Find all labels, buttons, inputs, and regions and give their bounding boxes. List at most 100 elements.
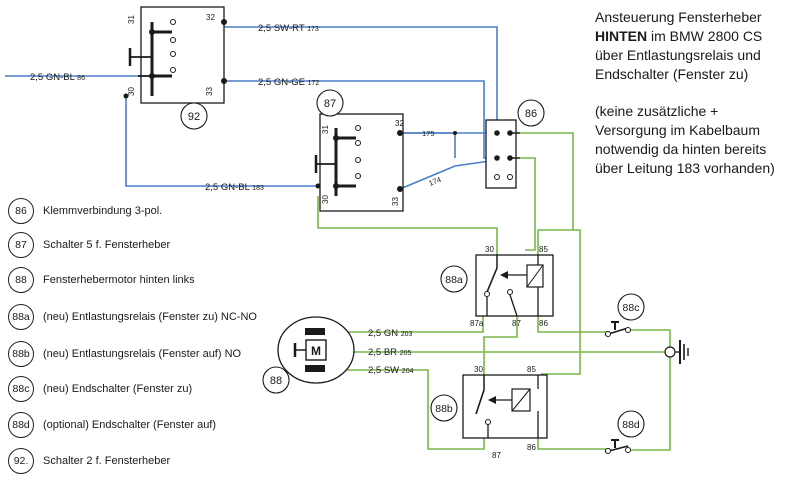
ra-label-87a: 87a: [470, 319, 484, 328]
badge-92-text: 92: [188, 111, 200, 123]
s87-terminal-32: [397, 130, 403, 136]
ra-label-87: 87: [512, 319, 521, 328]
svg-text:2,5 SW 204: 2,5 SW 204: [368, 365, 414, 376]
ra-label-30: 30: [485, 245, 494, 254]
wire-label-gn-203: 2,5 GN: [368, 328, 398, 339]
wire-label-sw-204: 2,5 SW: [368, 365, 399, 376]
wire-86-lower: [520, 157, 536, 251]
s87-label-33: 33: [391, 197, 400, 206]
motor-m-label: M: [311, 344, 321, 358]
wire-no-172: 172: [308, 80, 320, 87]
legend-text: (neu) Entlastungsrelais (Fenster zu) NC-…: [43, 311, 257, 323]
wire-label-sw-rt: 2,5 SW-RT: [258, 23, 305, 34]
rb-label-86: 86: [527, 443, 536, 452]
badge-88: [262, 366, 290, 394]
wire-label-175: 175: [422, 129, 435, 138]
svg-text:2,5 SW-RT 173: 2,5 SW-RT 173: [258, 23, 319, 34]
legend-badge: 88b: [8, 341, 34, 367]
svg-text:2,5 GN-BL 86: 2,5 GN-BL 86: [30, 72, 85, 83]
wire-no-205: 205: [400, 350, 412, 357]
legend-badge: 92.: [8, 448, 34, 474]
legend-badge: 88d: [8, 412, 34, 438]
s92-label-31: 31: [127, 15, 136, 24]
legend-item: 88b (neu) Entlastungsrelais (Fenster auf…: [8, 341, 241, 367]
wire-label-174: 174: [427, 175, 442, 188]
legend-badge: 88: [8, 267, 34, 293]
title-line-4: Endschalter (Fenster zu): [595, 66, 749, 82]
relay-88b: [462, 374, 548, 439]
svg-text:2,5 GN-GE 172: 2,5 GN-GE 172: [258, 77, 319, 88]
badge-88b-text: 88b: [435, 403, 453, 415]
legend-text: (neu) Endschalter (Fenster zu): [43, 383, 193, 395]
limit-switch-88c: [604, 321, 631, 337]
title-line-2: HINTEN im BMW 2800 CS: [595, 27, 795, 46]
wire-86-to-88a-85: [520, 132, 574, 255]
ra-label-86: 86: [539, 319, 548, 328]
rb-label-87: 87: [492, 451, 501, 460]
wire-87-30-to-88a: [317, 196, 498, 255]
badge-86-text: 86: [525, 108, 537, 120]
badge-92: [180, 102, 208, 130]
badge-88c-text: 88c: [623, 302, 640, 314]
legend-text: (optional) Endschalter (Fenster auf): [43, 419, 217, 431]
legend-text: Schalter 2 f. Fensterheber: [43, 455, 171, 467]
junction-dots: [123, 93, 457, 189]
legend-text: Klemmverbindung 3-pol.: [43, 205, 163, 217]
title-hinten: HINTEN: [595, 28, 648, 44]
title-line-3: über Entlastungsrelais und: [595, 47, 761, 63]
wire-to-88b-85: [541, 229, 581, 375]
s87-label-30: 30: [321, 195, 330, 204]
wire-88a-87: [483, 316, 518, 338]
badge-87-text: 87: [324, 98, 336, 110]
wire-88a-86: [537, 316, 610, 333]
s87-terminal-33: [397, 186, 403, 192]
badge-88d-text: 88d: [622, 419, 640, 431]
legend-item: 86 Klemmverbindung 3-pol.: [8, 198, 162, 224]
legend-text: Schalter 5 f. Fensterheber: [43, 239, 171, 251]
wire-no-204: 204: [402, 368, 414, 375]
wire-88d-ground: [628, 352, 671, 451]
switch-87: [314, 113, 404, 212]
badge-88c: [617, 293, 645, 321]
s92-terminal-33: [221, 78, 227, 84]
wire-label-br-205: 2,5 BR: [368, 347, 397, 358]
s87-label-31: 31: [321, 125, 330, 134]
wire-gn-203: [325, 316, 484, 333]
wire-label-gn-bl-183: 2,5 GN-BL: [205, 182, 250, 193]
legend-item: 88a (neu) Entlastungsrelais (Fenster zu)…: [8, 304, 257, 330]
component-badges: [180, 89, 645, 438]
legend-text: Fensterhebermotor hinten links: [43, 274, 195, 286]
legend-badge: 88c: [8, 376, 34, 402]
legend-item: 92. Schalter 2 f. Fensterheber: [8, 448, 170, 474]
legend-badge: 86: [8, 198, 34, 224]
legend-item: 88 Fensterhebermotor hinten links: [8, 267, 195, 293]
wire-88b-86: [537, 427, 610, 450]
note-line-2: Versorgung im Kabelbaum: [595, 122, 760, 138]
ra-label-85: 85: [539, 245, 548, 254]
badge-86: [517, 99, 545, 127]
wire-no-183: 183: [252, 185, 264, 192]
legend-badge: 87: [8, 232, 34, 258]
s92-label-32: 32: [206, 13, 215, 22]
s92-terminal-32: [221, 19, 227, 25]
title-block: Ansteuerung Fensterheber HINTEN im BMW 2…: [595, 8, 795, 178]
rb-label-85: 85: [527, 365, 536, 374]
wire-label-gn-bl-86: 2,5 GN-BL: [30, 72, 75, 83]
s92-label-33: 33: [205, 87, 214, 96]
ground-symbol: [664, 340, 689, 364]
badge-87: [316, 89, 344, 117]
blue-wires: [5, 21, 498, 190]
svg-text:2,5 GN 203: 2,5 GN 203: [368, 328, 413, 339]
badge-88a-text: 88a: [445, 274, 463, 286]
badge-88d: [617, 410, 645, 438]
badge-88-text: 88: [270, 375, 282, 387]
switch-92: [128, 6, 227, 104]
wire-sw-rt-173: [224, 26, 498, 125]
note-line-1: (keine zusätzliche +: [595, 103, 719, 119]
relay-88a: [475, 254, 554, 317]
svg-text:2,5 BR 205: 2,5 BR 205: [368, 347, 411, 358]
wire-88c-ground: [628, 329, 671, 352]
wire-labels: 2,5 SW-RT 173 2,5 GN-GE 172 2,5 GN-BL 86…: [30, 23, 442, 376]
limit-switch-88d: [604, 439, 631, 454]
